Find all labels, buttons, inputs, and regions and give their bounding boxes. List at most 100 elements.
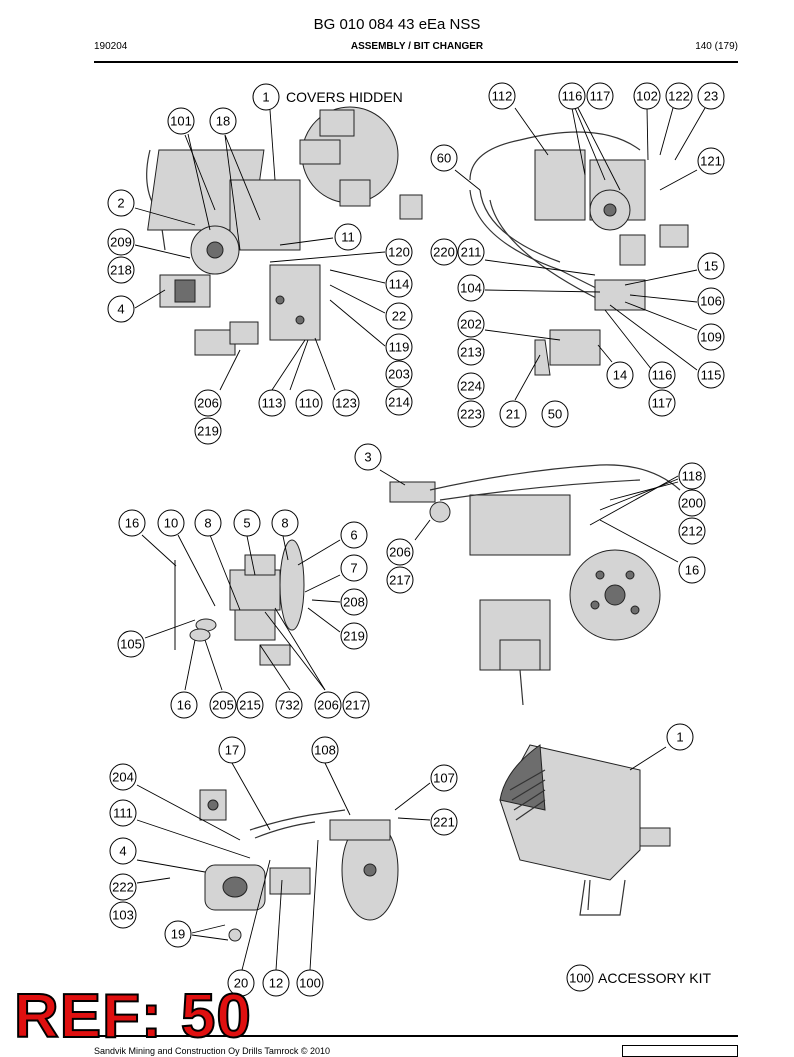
- callout-122: 122: [665, 82, 693, 110]
- callout-1: 1: [252, 83, 280, 111]
- svg-text:116: 116: [652, 368, 673, 383]
- callout-209: 209: [107, 228, 135, 256]
- footer-copyright: Sandvik Mining and Construction Oy Drill…: [94, 1046, 331, 1056]
- callout-202: 202: [457, 310, 485, 338]
- callout-116-a: 116: [558, 82, 586, 110]
- svg-text:116: 116: [562, 89, 583, 104]
- svg-text:118: 118: [682, 469, 703, 484]
- svg-text:217: 217: [345, 698, 367, 713]
- callout-203: 203: [385, 360, 413, 388]
- callout-731: 16: [170, 691, 198, 719]
- document-title: BG 010 084 43 eEa NSS: [313, 16, 481, 33]
- svg-text:202: 202: [460, 317, 482, 332]
- callout-104: 104: [457, 274, 485, 302]
- svg-text:117: 117: [590, 89, 611, 104]
- callout-102: 102: [633, 82, 661, 110]
- callout-219-a: 219: [194, 417, 222, 445]
- svg-text:110: 110: [299, 396, 320, 411]
- svg-text:17: 17: [225, 743, 239, 758]
- svg-text:208: 208: [343, 595, 365, 610]
- svg-text:23: 23: [704, 89, 718, 104]
- callout-50: 50: [541, 400, 569, 428]
- callout-205: 205: [209, 691, 237, 719]
- callout-224: 224: [457, 372, 485, 400]
- callout-120: 120: [385, 238, 413, 266]
- callout-123: 123: [332, 389, 360, 417]
- callout-22: 22: [385, 302, 413, 330]
- svg-text:60: 60: [437, 151, 451, 166]
- callout-8-b: 8: [271, 509, 299, 537]
- callout-208: 208: [340, 588, 368, 616]
- callout-215: 215: [236, 691, 264, 719]
- callout-220: 220: [430, 238, 458, 266]
- svg-text:212: 212: [681, 524, 703, 539]
- callout-116-b: 116: [648, 361, 676, 389]
- svg-text:106: 106: [700, 294, 722, 309]
- svg-text:221: 221: [433, 815, 455, 830]
- callout-4-b: 4: [109, 837, 137, 865]
- svg-text:122: 122: [668, 89, 690, 104]
- callout-15: 15: [697, 252, 725, 280]
- callout-213: 213: [457, 338, 485, 366]
- accessory-kit-note: ACCESSORY KIT: [598, 970, 712, 986]
- assembly-view-top-left: [146, 106, 423, 356]
- callout-7: 7: [340, 554, 368, 582]
- callout-101: 101: [167, 107, 195, 135]
- callout-6: 6: [340, 521, 368, 549]
- svg-text:5: 5: [243, 516, 250, 531]
- svg-text:224: 224: [460, 379, 482, 394]
- svg-text:214: 214: [388, 395, 410, 410]
- callout-732: 732: [275, 691, 303, 719]
- callout-121: 121: [697, 147, 725, 175]
- callout-222: 103: [109, 901, 137, 929]
- callout-115: 115: [697, 361, 725, 389]
- svg-text:206: 206: [197, 396, 219, 411]
- callout-219-b: 219: [340, 622, 368, 650]
- svg-text:20: 20: [234, 976, 248, 991]
- svg-text:108: 108: [314, 743, 336, 758]
- svg-text:102: 102: [636, 89, 658, 104]
- svg-text:123: 123: [335, 396, 357, 411]
- callout-8-a: 8: [194, 509, 222, 537]
- callout-204: 111: [109, 799, 137, 827]
- svg-text:105: 105: [120, 637, 142, 652]
- callout-21: 21: [499, 400, 527, 428]
- callout-217-a: 217: [386, 566, 414, 594]
- svg-text:206: 206: [317, 698, 339, 713]
- callout-113: 113: [258, 389, 286, 417]
- svg-text:203: 203: [388, 367, 410, 382]
- svg-text:114: 114: [389, 277, 410, 292]
- callout-11: 11: [334, 223, 362, 251]
- callout-217-b: 217: [342, 691, 370, 719]
- svg-text:219: 219: [197, 424, 219, 439]
- callout-12: 100: [296, 969, 324, 997]
- svg-text:10: 10: [164, 516, 178, 531]
- svg-text:215: 215: [239, 698, 261, 713]
- svg-text:204: 204: [112, 770, 134, 785]
- svg-text:103: 103: [112, 908, 134, 923]
- callout-223: 223: [457, 400, 485, 428]
- svg-text:14: 14: [613, 368, 627, 383]
- svg-text:222: 222: [112, 880, 134, 895]
- leader-lines: [134, 107, 706, 971]
- svg-text:223: 223: [460, 407, 482, 422]
- svg-text:16: 16: [685, 563, 699, 578]
- assembly-view-middle: [174, 464, 681, 706]
- svg-text:117: 117: [652, 396, 673, 411]
- svg-text:100: 100: [299, 976, 321, 991]
- callout-108: 107: [430, 764, 458, 792]
- callout-119: 119: [385, 333, 413, 361]
- svg-text:19: 19: [171, 927, 185, 942]
- svg-text:213: 213: [460, 345, 482, 360]
- svg-text:104: 104: [460, 281, 482, 296]
- callout-107: 221: [430, 808, 458, 836]
- callout-4: 4: [107, 295, 135, 323]
- svg-text:21: 21: [506, 407, 520, 422]
- svg-text:206: 206: [389, 545, 411, 560]
- svg-text:109: 109: [700, 330, 722, 345]
- assembly-view-bottom-left: [199, 789, 399, 942]
- svg-text:12: 12: [269, 976, 283, 991]
- callout-19: 20: [227, 969, 255, 997]
- svg-text:112: 112: [492, 89, 513, 104]
- svg-text:4: 4: [117, 302, 124, 317]
